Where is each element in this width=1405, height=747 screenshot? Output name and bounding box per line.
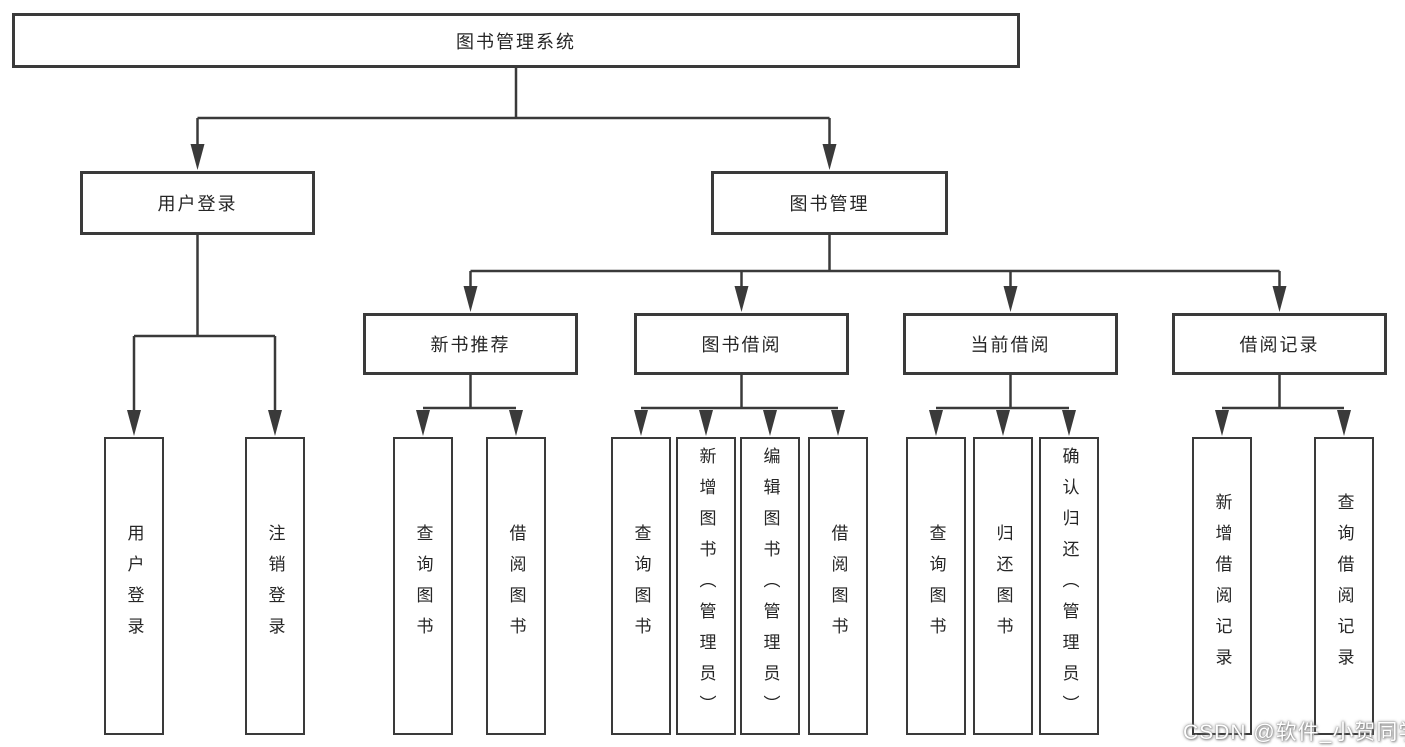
node-user-login: 用户登录 [80,171,315,235]
leaf-recommend-borrow-books: 借阅图书 [486,437,546,735]
leaf-borrow-add-books-admin-label: 新增图书（管理员） [696,446,716,726]
leaf-borrow-edit-books-admin-label: 编辑图书（管理员） [760,446,780,726]
leaf-current-confirm-return-admin: 确认归还（管理员） [1039,437,1099,735]
node-new-book-recommend: 新书推荐 [363,313,578,375]
node-current-borrow: 当前借阅 [903,313,1118,375]
leaf-login-logout-label: 注销登录 [265,524,285,648]
csdn-watermark: CSDN @软件_小贺同学 [1183,721,1405,744]
leaf-current-query-books: 查询图书 [906,437,966,735]
node-book-borrow: 图书借阅 [634,313,849,375]
leaf-recommend-borrow-books-label: 借阅图书 [506,524,526,648]
node-book-management: 图书管理 [711,171,948,235]
node-new-book-recommend-label: 新书推荐 [430,335,511,355]
leaf-borrow-query-books: 查询图书 [611,437,671,735]
leaf-login-logout: 注销登录 [245,437,305,735]
leaf-borrow-query-books-label: 查询图书 [631,524,651,648]
node-borrow-records-label: 借阅记录 [1239,335,1320,355]
leaf-borrow-add-books-admin: 新增图书（管理员） [676,437,736,735]
node-book-borrow-label: 图书借阅 [701,335,782,355]
leaf-current-confirm-return-admin-label: 确认归还（管理员） [1059,446,1079,726]
leaf-borrow-edit-books-admin: 编辑图书（管理员） [740,437,800,735]
leaf-login-user-login: 用户登录 [104,437,164,735]
leaf-records-query-record-label: 查询借阅记录 [1334,493,1354,679]
leaf-records-add-record: 新增借阅记录 [1192,437,1252,735]
leaf-current-query-books-label: 查询图书 [926,524,946,648]
leaf-records-query-record: 查询借阅记录 [1314,437,1374,735]
node-current-borrow-label: 当前借阅 [970,335,1051,355]
node-book-management-label: 图书管理 [789,194,870,214]
node-borrow-records: 借阅记录 [1172,313,1387,375]
leaf-recommend-query-books: 查询图书 [393,437,453,735]
leaf-borrow-borrow-books-label: 借阅图书 [828,524,848,648]
node-root: 图书管理系统 [12,13,1020,68]
node-root-label: 图书管理系统 [456,31,576,52]
leaf-current-return-books: 归还图书 [973,437,1033,735]
node-user-login-label: 用户登录 [157,194,238,214]
leaf-borrow-borrow-books: 借阅图书 [808,437,868,735]
leaf-login-user-login-label: 用户登录 [124,524,144,648]
leaf-records-add-record-label: 新增借阅记录 [1212,493,1232,679]
leaf-recommend-query-books-label: 查询图书 [413,524,433,648]
leaf-current-return-books-label: 归还图书 [993,524,1013,648]
